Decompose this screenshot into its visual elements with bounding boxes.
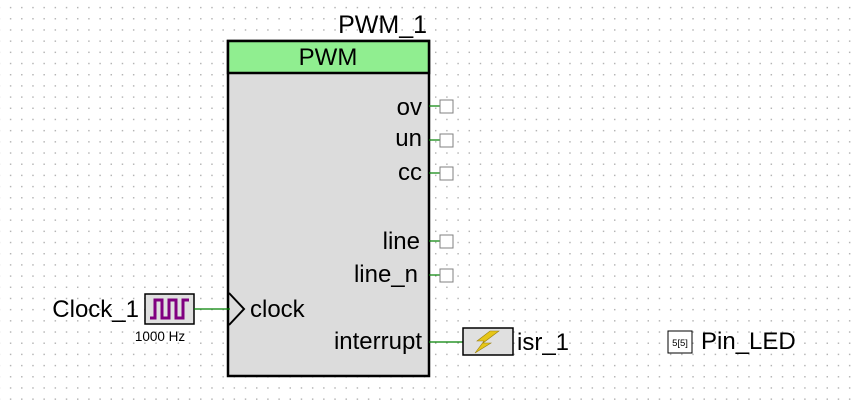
pwm-component[interactable]: PWM_1 PWM ov un cc line line_n	[226, 11, 454, 378]
square-wave-icon	[150, 298, 189, 320]
isr-name: isr_1	[517, 329, 569, 356]
pwm-header	[226, 39, 431, 75]
pin-cc-label: cc	[398, 159, 422, 186]
pin-clock[interactable]: clock	[228, 292, 306, 326]
pin-line-n-terminal[interactable]	[439, 268, 454, 283]
pin-ov-label: ov	[397, 94, 422, 121]
pin-un-label: un	[395, 125, 422, 152]
pin-led-badge: 5[5]	[672, 338, 688, 349]
pin-interrupt-label: interrupt	[334, 328, 422, 355]
clock-component[interactable]: Clock_1 1000 Hz	[52, 293, 230, 344]
pin-led-name: Pin_LED	[701, 328, 796, 355]
pin-un-terminal[interactable]	[439, 133, 454, 148]
pin-line-n-label: line_n	[354, 261, 418, 288]
isr-component[interactable]: isr_1	[429, 327, 569, 356]
pin-line-n[interactable]: line_n	[354, 261, 454, 288]
clock-input-chevron	[228, 292, 246, 326]
clock-frequency: 1000 Hz	[135, 329, 186, 344]
pin-un[interactable]: un	[395, 125, 454, 152]
isr-symbol-box[interactable]	[462, 327, 514, 356]
pin-led-component[interactable]: 5[5] Pin_LED	[667, 328, 796, 355]
pin-cc[interactable]: cc	[398, 159, 454, 186]
pin-interrupt[interactable]: interrupt	[334, 328, 422, 355]
clock-name: Clock_1	[52, 296, 139, 323]
pin-cc-terminal[interactable]	[439, 166, 454, 181]
pwm-body	[226, 39, 431, 378]
pwm-type-label: PWM	[299, 44, 358, 71]
pin-line-label: line	[383, 228, 420, 255]
pwm-instance-name: PWM_1	[338, 11, 427, 39]
pin-line-terminal[interactable]	[439, 234, 454, 249]
pin-ov[interactable]: ov	[397, 94, 454, 121]
pin-led-badge-box[interactable]	[667, 330, 693, 354]
pin-ov-terminal[interactable]	[439, 99, 454, 114]
pin-line[interactable]: line	[383, 228, 454, 255]
lightning-bolt-icon	[474, 330, 500, 354]
pin-clock-label: clock	[250, 296, 306, 323]
